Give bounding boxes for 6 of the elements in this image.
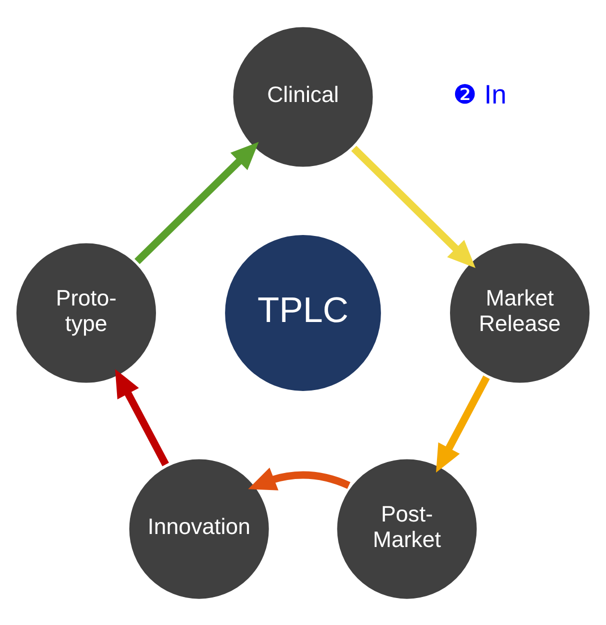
label: ❷ In	[452, 78, 507, 109]
arrow	[351, 145, 476, 268]
arrow	[134, 141, 259, 264]
arrow	[248, 467, 350, 490]
arrow	[115, 368, 169, 466]
arrow	[436, 375, 490, 472]
